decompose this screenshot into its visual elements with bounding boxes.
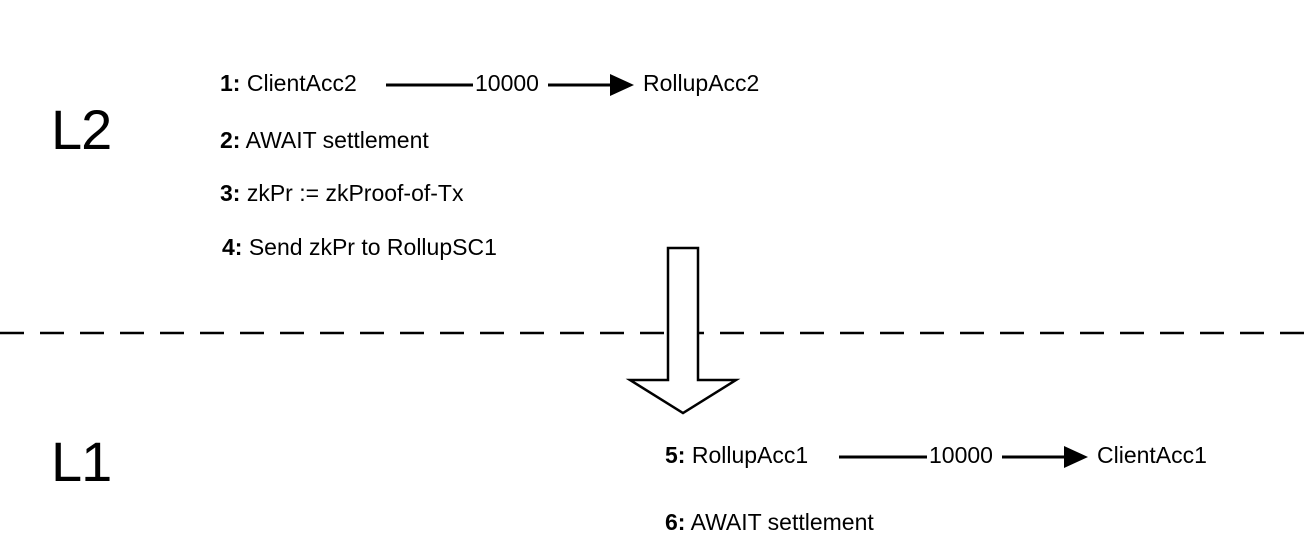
layer-label-l1: L1 <box>51 430 112 493</box>
step-5: 5: RollupAcc1 <box>665 444 808 467</box>
step-2: 2: AWAIT settlement <box>220 129 429 152</box>
step-number: 1: <box>220 70 241 96</box>
step5-arrowhead <box>1064 446 1088 468</box>
step-number: 5: <box>665 442 686 468</box>
step-1: 1: ClientAcc2 <box>220 72 357 95</box>
down-block-arrow-icon <box>625 246 741 415</box>
step-number: 3: <box>220 180 241 206</box>
step5-source-account: RollupAcc1 <box>691 442 809 468</box>
step-text: AWAIT settlement <box>690 509 874 535</box>
step-text: zkPr := zkProof-of-Tx <box>246 180 464 206</box>
step1-target-account: RollupAcc2 <box>643 70 760 96</box>
step-number: 2: <box>220 127 241 153</box>
step-number: 6: <box>665 509 686 535</box>
step1-amount: 10000 <box>473 70 541 96</box>
step-3: 3: zkPr := zkProof-of-Tx <box>220 182 463 205</box>
step-text: Send zkPr to RollupSC1 <box>248 234 497 260</box>
step1-source-account: ClientAcc2 <box>246 70 357 96</box>
step-text: AWAIT settlement <box>245 127 429 153</box>
step5-amount: 10000 <box>927 442 995 468</box>
step-6: 6: AWAIT settlement <box>665 511 874 534</box>
step5-target-account: ClientAcc1 <box>1097 442 1207 468</box>
step-number: 4: <box>222 234 243 260</box>
step-4: 4: Send zkPr to RollupSC1 <box>222 236 497 259</box>
step1-arrowhead <box>610 74 634 96</box>
layer-label-l2: L2 <box>51 98 112 161</box>
